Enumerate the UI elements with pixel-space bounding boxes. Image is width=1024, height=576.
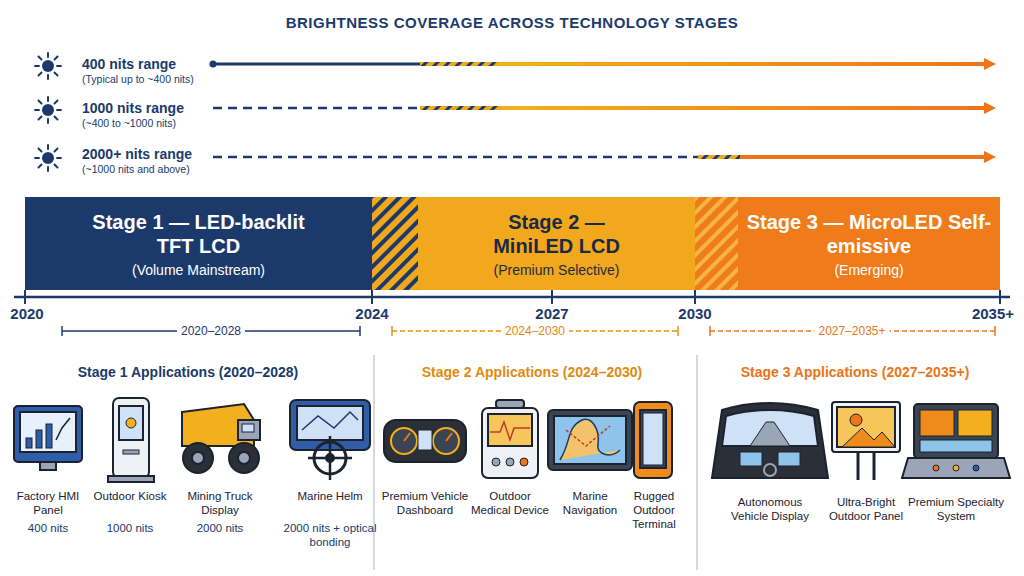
stage-subtitle: (Emerging): [834, 262, 903, 278]
range-note: (~1000 nits and above): [82, 163, 222, 176]
range-note: (~400 to ~1000 nits): [82, 117, 222, 130]
application-name: Mining Truck Display: [178, 490, 262, 518]
axis-year: 2027: [522, 305, 582, 323]
section-divider: [696, 355, 698, 570]
sun-icon: [35, 53, 61, 79]
application-name: Rugged Outdoor Terminal: [614, 490, 694, 531]
range-note: (Typical up to ~400 nits): [82, 73, 222, 86]
brightness-line: [210, 58, 997, 70]
timeline-axis: [14, 290, 1010, 304]
hmi-panel-icon: [14, 406, 82, 470]
transition-hatch: [695, 197, 738, 290]
marine-navigation-icon: [548, 410, 632, 470]
axis-year: 2024: [342, 305, 402, 323]
axis-year: 2030: [665, 305, 725, 323]
range-span: 2027–2035+: [814, 324, 889, 338]
axis-year: 2020: [0, 305, 57, 323]
transition-hatch: [372, 197, 418, 290]
section-divider: [373, 355, 375, 570]
section-heading: Stage 1 Applications (2020–2028): [38, 364, 338, 381]
sun-icon: [35, 145, 61, 171]
brightness-value: 2000 nits: [178, 522, 262, 536]
stage-band: Stage 3 — MicroLED Self-emissive (Emergin…: [738, 197, 1000, 290]
marine-helm-icon: [290, 400, 370, 480]
medical-device-icon: [482, 400, 538, 478]
range-span: 2024–2030: [501, 324, 569, 338]
application-name: Outdoor Kiosk: [88, 490, 172, 504]
section-heading: Stage 3 Applications (2027–2035+): [705, 364, 1005, 381]
autonomous-vehicle-icon: [712, 403, 828, 478]
application-name: Marine Helm: [288, 490, 372, 504]
brightness-value: 400 nits: [6, 522, 90, 536]
application-name: Premium Specialty System: [908, 496, 1004, 524]
stage-subtitle: (Premium Selective): [493, 262, 619, 278]
mining-truck-icon: [182, 404, 260, 473]
application-name: Outdoor Medical Device: [470, 490, 550, 518]
application-name: Ultra-Bright Outdoor Panel: [818, 496, 914, 524]
brightness-range: 400 nits range: [82, 56, 222, 73]
diagram-title: BRIGHTNESS COVERAGE ACROSS TECHNOLOGY ST…: [0, 14, 1024, 32]
brightness-value: 1000 nits: [88, 522, 172, 536]
rugged-terminal-icon: [634, 402, 672, 478]
dashboard-icon: [384, 420, 466, 462]
axis-year: 2035+: [963, 305, 1023, 323]
brightness-value: 2000 nits + optical bonding: [280, 522, 380, 550]
application-name: Autonomous Vehicle Display: [720, 496, 820, 524]
brightness-line: [213, 102, 996, 114]
application-name: Premium Vehicle Dashboard: [377, 490, 473, 518]
brightness-line: [213, 151, 996, 163]
outdoor-panel-icon: [832, 402, 900, 480]
stage-heading: Stage 3 — MicroLED Self-emissive: [744, 210, 994, 258]
stage-subtitle: (Volume Mainstream): [132, 262, 265, 278]
stage-heading: Stage 1 — LED-backlit TFT LCD: [79, 210, 319, 258]
section-heading: Stage 2 Applications (2024–2030): [382, 364, 682, 381]
sun-icons: [35, 53, 61, 171]
range-span: 2020–2028: [177, 324, 245, 338]
application-name: Factory HMI Panel: [6, 490, 90, 518]
stage-band: Stage 2 — MiniLED LCD (Premium Selective): [418, 197, 695, 290]
stage-heading: Stage 2 — MiniLED LCD: [487, 210, 627, 258]
kiosk-icon: [108, 398, 154, 482]
sun-icon: [35, 97, 61, 123]
application-name: Marine Navigation: [550, 490, 630, 518]
brightness-range: 1000 nits range: [82, 100, 222, 117]
stage-band: Stage 1 — LED-backlit TFT LCD (Volume Mai…: [25, 197, 372, 290]
specialty-system-icon: [902, 404, 1010, 478]
brightness-range: 2000+ nits range: [82, 146, 222, 163]
